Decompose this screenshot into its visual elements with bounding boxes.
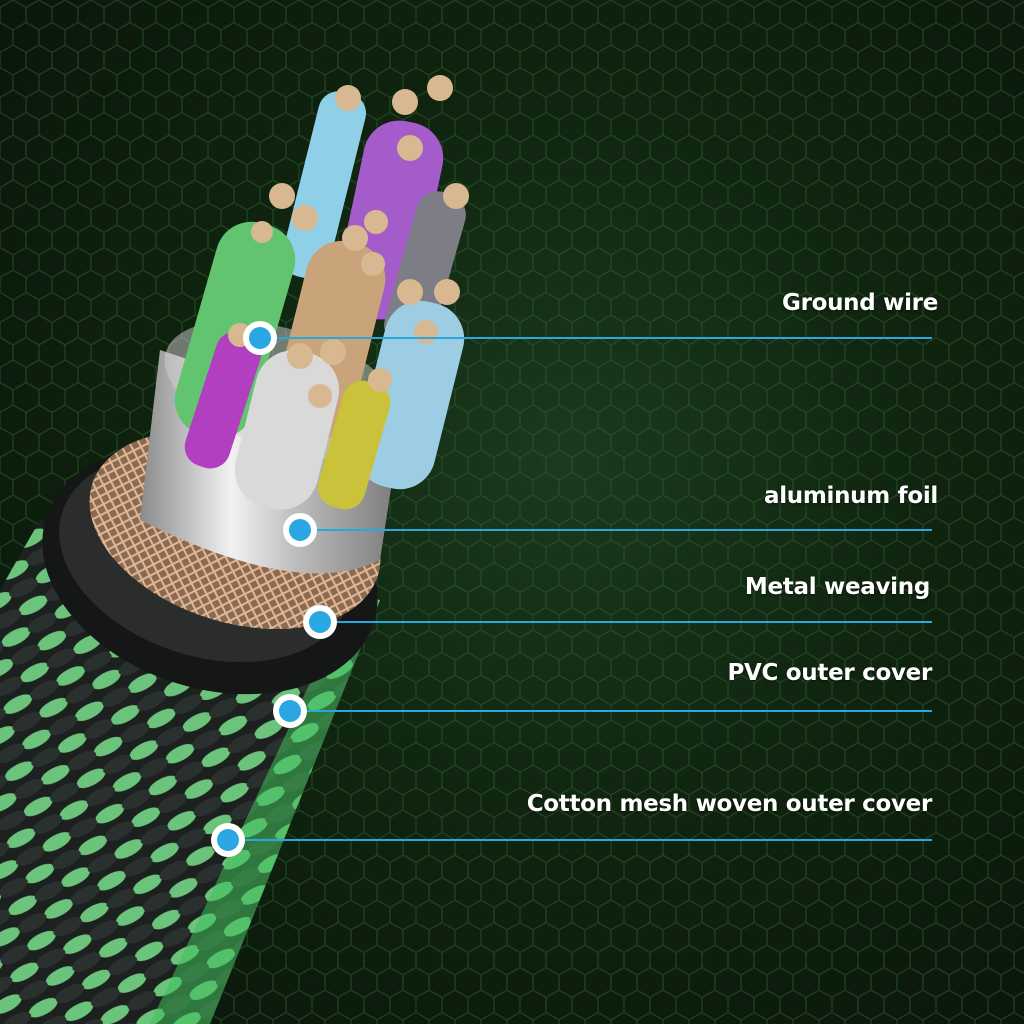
label-ground-wire: Ground wire [782, 290, 938, 316]
label-pvc-outer-cover: PVC outer cover [727, 660, 932, 686]
label-metal-weaving: Metal weaving [745, 574, 930, 600]
label-cotton-mesh: Cotton mesh woven outer cover [527, 791, 932, 817]
label-aluminum-foil: aluminum foil [764, 483, 938, 509]
